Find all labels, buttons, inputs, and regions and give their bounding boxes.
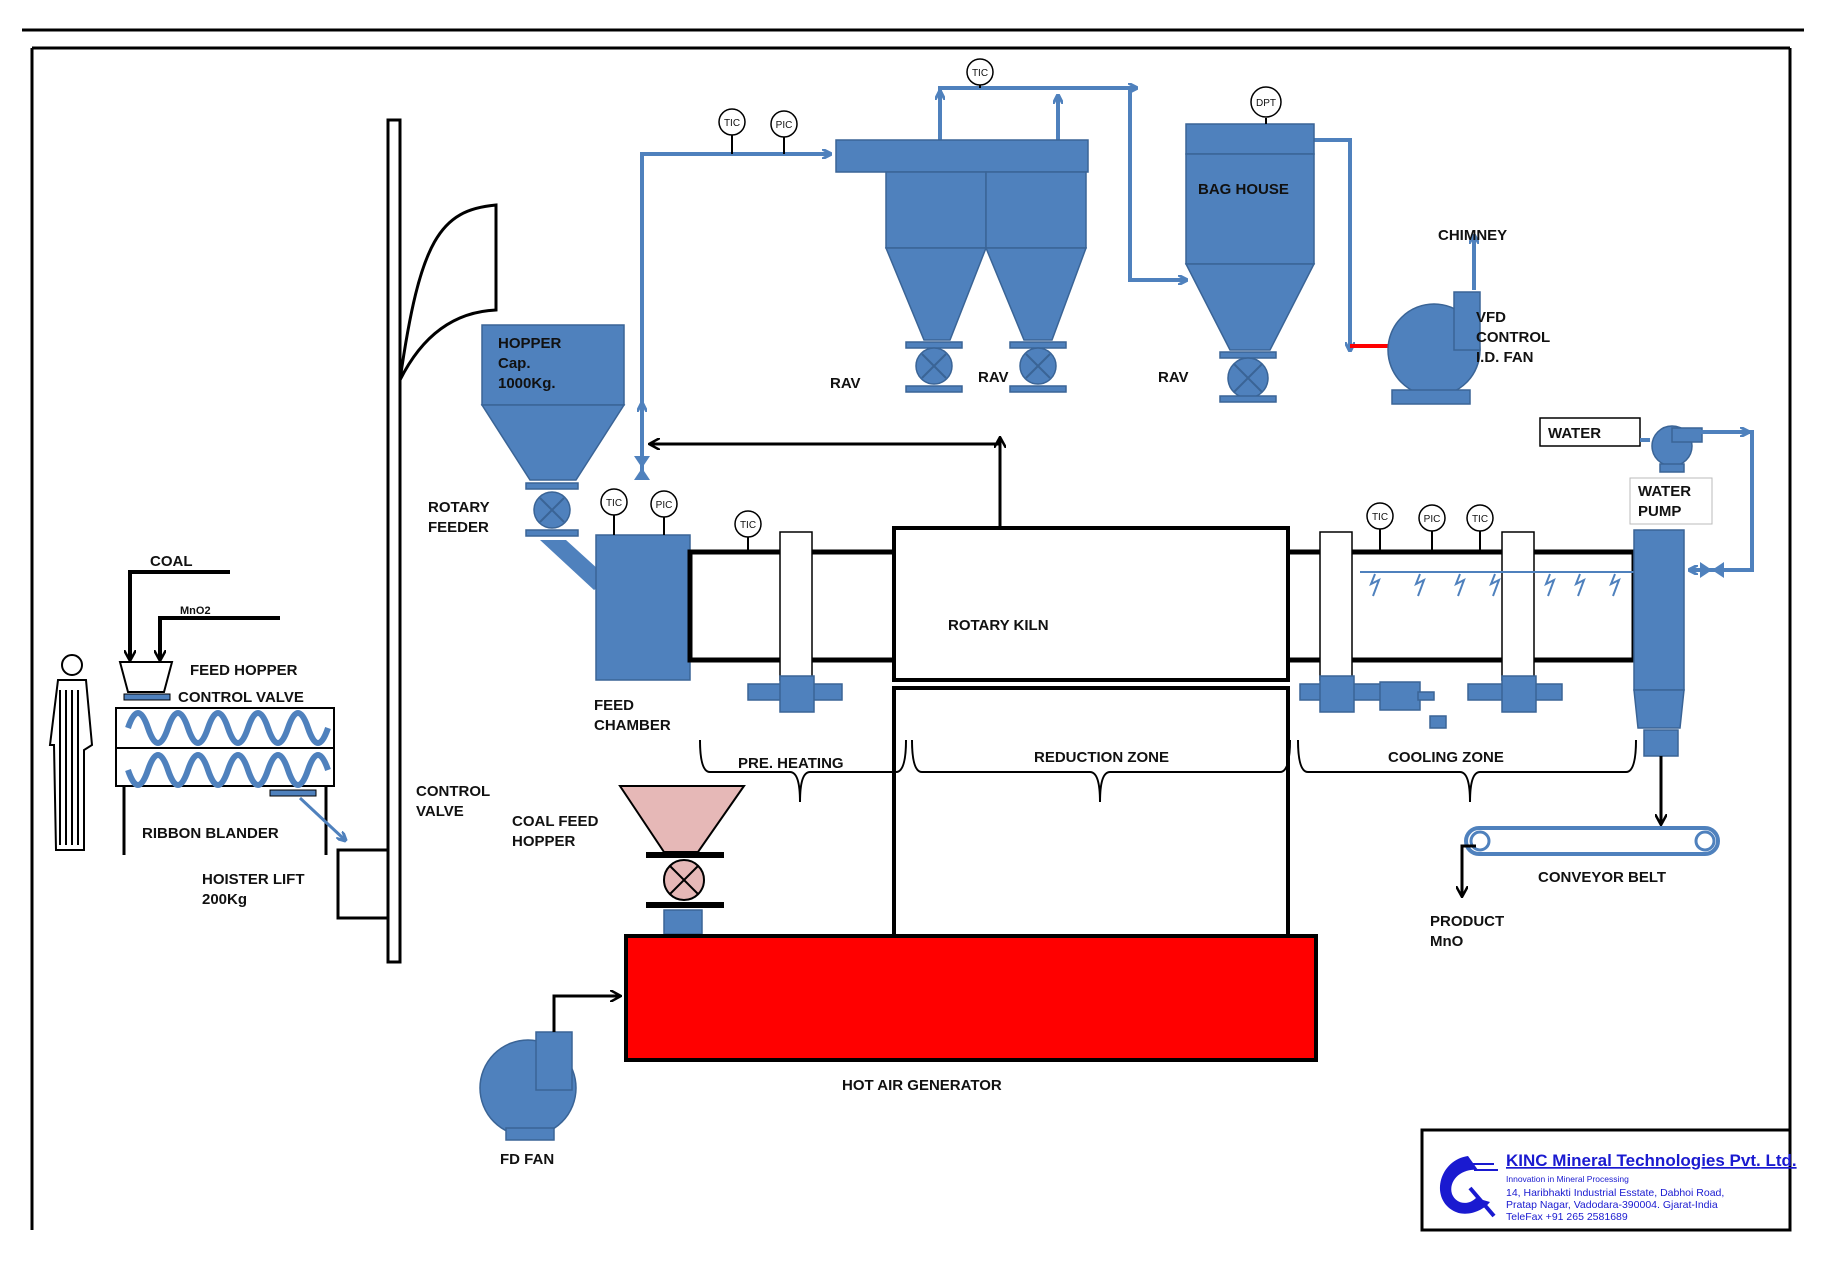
- svg-text:TIC: TIC: [606, 498, 622, 509]
- instrument-tic-2: TIC: [966, 58, 994, 88]
- rotary-kiln: [687, 526, 1637, 938]
- hoister-lift-label-2: 200Kg: [202, 891, 247, 908]
- id-fan: [1387, 291, 1481, 405]
- instrument-pic-2: PIC: [650, 490, 678, 535]
- bag-house: [1184, 123, 1316, 403]
- instrument-tic-3: TIC: [600, 488, 628, 535]
- feed-chamber-label-1: FEED: [594, 697, 634, 714]
- reduction-zone-label: REDUCTION ZONE: [1034, 749, 1169, 766]
- zone-braces: [699, 739, 1637, 803]
- coal-feed-hopper: [618, 785, 746, 935]
- company-tagline: Innovation in Mineral Processing: [1506, 1174, 1629, 1184]
- instrument-pic-3: PIC: [1418, 504, 1446, 552]
- ribbon-blander-label: RIBBON BLANDER: [142, 825, 279, 842]
- instrument-tic-1: TIC: [718, 108, 746, 154]
- rav-2-label: RAV: [978, 369, 1009, 386]
- hoister-lift: [336, 118, 498, 964]
- cooling-zone-label: COOLING ZONE: [1388, 749, 1504, 766]
- company-title-block: KINC Mineral Technologies Pvt. Ltd. Inno…: [1420, 1128, 1797, 1232]
- company-address-3: TeleFax +91 265 2581689: [1506, 1211, 1628, 1223]
- instrument-tic-5: TIC: [1366, 502, 1394, 552]
- product-label-1: PRODUCT: [1430, 913, 1504, 930]
- fd-fan-label: FD FAN: [500, 1151, 554, 1168]
- svg-text:PIC: PIC: [656, 500, 673, 511]
- operator-figure: [48, 654, 94, 851]
- rotary-kiln-label: ROTARY KILN: [948, 617, 1049, 634]
- bag-house-label: BAG HOUSE: [1198, 181, 1289, 198]
- hoister-lift-label-1: HOISTER LIFT: [202, 871, 305, 888]
- vfd-label-3: I.D. FAN: [1476, 349, 1534, 366]
- feed-chamber: [595, 534, 691, 681]
- water-spray-nozzles: [1360, 571, 1640, 597]
- rav-1-label: RAV: [830, 375, 861, 392]
- water-label: WATER: [1548, 425, 1601, 442]
- coal-label: COAL: [150, 553, 193, 570]
- water-pump: [1640, 425, 1754, 578]
- control-valve-2-label-2: VALVE: [416, 803, 464, 820]
- svg-text:PIC: PIC: [776, 120, 793, 131]
- company-address-1: 14, Haribhakti Industrial Esstate, Dabho…: [1506, 1187, 1724, 1199]
- hopper-label-2: Cap.: [498, 355, 531, 372]
- rav-3-label: RAV: [1158, 369, 1189, 386]
- conveyor-belt-label: CONVEYOR BELT: [1538, 869, 1666, 886]
- hot-air-generator: [624, 934, 1318, 1062]
- chimney-label: CHIMNEY: [1438, 227, 1507, 244]
- kiln-exhaust-line: [650, 438, 1000, 528]
- hopper-label-1: HOPPER: [498, 335, 562, 352]
- raw-material-feed-lines: [130, 570, 280, 660]
- cyclone-separators: [835, 139, 1089, 393]
- mno2-label: MnO2: [180, 605, 211, 617]
- instrument-dpt: DPT: [1250, 86, 1282, 124]
- pre-heating-label: PRE. HEATING: [738, 755, 844, 772]
- gas-pipes: [634, 88, 1474, 480]
- rotary-feeder-label-2: FEEDER: [428, 519, 489, 536]
- page-frame: [22, 28, 1804, 1230]
- control-valve-label: CONTROL VALVE: [178, 689, 304, 706]
- svg-text:TIC: TIC: [724, 118, 740, 129]
- svg-text:TIC: TIC: [1472, 514, 1488, 525]
- instrument-tic-4: TIC: [734, 510, 762, 552]
- feed-hopper: [118, 661, 174, 701]
- fd-fan: [479, 996, 620, 1141]
- company-name: KINC Mineral Technologies Pvt. Ltd.: [1506, 1151, 1797, 1170]
- kiln-supports: [747, 675, 1563, 729]
- coal-feed-hopper-label-2: HOPPER: [512, 833, 576, 850]
- main-hopper: [480, 324, 626, 590]
- water-source-box: [1539, 417, 1641, 447]
- hot-air-generator-label: HOT AIR GENERATOR: [842, 1077, 1002, 1094]
- vfd-label-1: VFD: [1476, 309, 1506, 326]
- svg-text:DPT: DPT: [1256, 98, 1276, 109]
- svg-text:PIC: PIC: [1424, 514, 1441, 525]
- water-pump-box: [1629, 477, 1713, 525]
- svg-text:TIC: TIC: [1372, 512, 1388, 523]
- instrument-tic-6: TIC: [1466, 504, 1494, 552]
- feed-chamber-label-2: CHAMBER: [594, 717, 671, 734]
- control-valve-2-label-1: CONTROL: [416, 783, 490, 800]
- coal-feed-hopper-label-1: COAL FEED: [512, 813, 599, 830]
- company-logo-icon: [1440, 1156, 1498, 1218]
- water-pump-label-2: PUMP: [1638, 503, 1681, 520]
- ribbon-blender: [115, 707, 345, 855]
- company-address-2: Pratap Nagar, Vadodara-390004. Gjarat-In…: [1506, 1199, 1718, 1211]
- feed-hopper-label: FEED HOPPER: [190, 662, 298, 679]
- water-pump-label-1: WATER: [1638, 483, 1691, 500]
- hopper-label-3: 1000Kg.: [498, 375, 556, 392]
- instrument-pic-1: PIC: [770, 110, 798, 154]
- product-label-2: MnO: [1430, 933, 1464, 950]
- discharge-chute: [1633, 529, 1685, 824]
- svg-text:TIC: TIC: [972, 68, 988, 79]
- rotary-feeder-label-1: ROTARY: [428, 499, 490, 516]
- vfd-label-2: CONTROL: [1476, 329, 1550, 346]
- conveyor-belt: [1462, 826, 1720, 896]
- svg-text:TIC: TIC: [740, 520, 756, 531]
